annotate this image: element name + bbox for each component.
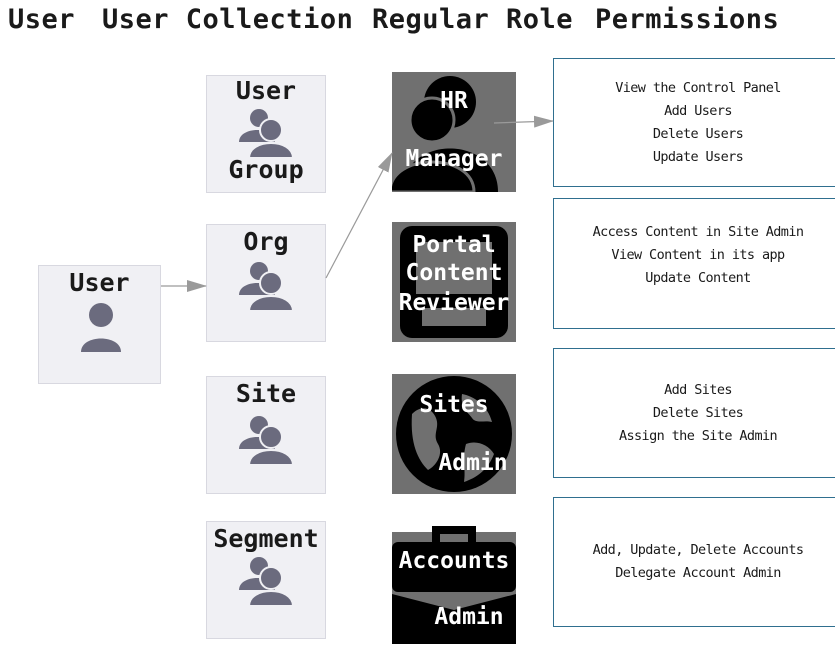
role-label: HR: [440, 88, 468, 114]
globe-icon: [396, 376, 512, 492]
permission-item: Delete Users: [652, 125, 744, 142]
collection-label-bottom: Group: [228, 155, 304, 184]
permission-item: Add Sites: [664, 381, 732, 398]
header-regular-role: Regular Role: [372, 4, 574, 35]
role-label: Accounts: [398, 548, 510, 574]
permission-item: Delete Sites: [652, 404, 744, 421]
user-box: User: [38, 265, 161, 384]
header-user: User: [8, 4, 76, 35]
permission-item: Assign the Site Admin: [618, 427, 778, 444]
permissions-box-portal-content-reviewer: Access Content in Site Admin View Conten…: [553, 198, 835, 329]
collection-site: Site: [206, 376, 326, 494]
permissions-box-hr-manager: View the Control Panel Add Users Delete …: [553, 58, 835, 187]
permission-item: Delegate Account Admin: [615, 565, 781, 581]
permission-item: Add Users: [664, 102, 732, 119]
briefcase-icon: [392, 524, 516, 644]
user-silhouette-icon: [392, 76, 498, 192]
permission-item: Access Content in Site Admin: [592, 224, 804, 240]
role-label: Content: [405, 260, 503, 286]
role-label: Admin: [438, 450, 508, 476]
arrow-hr-manager-to-permissions: [493, 115, 554, 128]
role-label: Portal: [412, 232, 496, 258]
permissions-box-sites-admin: Add Sites Delete Sites Assign the Site A…: [553, 348, 835, 478]
user-box-label: User: [69, 268, 130, 297]
header-permissions: Permissions: [595, 4, 780, 35]
collection-user-group: User Group: [206, 75, 326, 193]
permission-item: Add, Update, Delete Accounts: [592, 542, 804, 558]
header-user-collection: User Collection: [102, 4, 354, 35]
document-icon: [400, 226, 508, 338]
user-icon: [81, 303, 121, 352]
users-icon: [239, 416, 295, 465]
role-sites-admin: Sites Admin: [392, 374, 516, 494]
role-label: Manager: [405, 146, 503, 172]
collection-label: Org: [243, 227, 289, 256]
users-icon: [239, 262, 295, 311]
role-label: Admin: [434, 604, 504, 630]
role-label: Sites: [419, 392, 489, 418]
permission-item: Update Users: [652, 148, 744, 165]
role-portal-content-reviewer: Portal Content Reviewer: [392, 222, 516, 342]
permissions-box-accounts-admin: Add, Update, Delete Accounts Delegate Ac…: [553, 497, 835, 627]
permission-item: View Content in its app: [611, 247, 785, 263]
permission-item: View the Control Panel: [615, 79, 781, 96]
role-label: Reviewer: [398, 290, 510, 316]
permission-item: Update Content: [645, 270, 751, 286]
arrow-org-to-hr-manager: [325, 152, 393, 279]
collection-segment: Segment: [206, 521, 326, 639]
collection-label: User: [235, 76, 297, 105]
users-icon: [239, 557, 295, 606]
users-icon: [239, 109, 295, 158]
collection-org: Org: [206, 224, 326, 342]
role-hr-manager: HR Manager: [392, 72, 516, 192]
collection-label: Site: [235, 379, 297, 408]
collection-label: Segment: [213, 524, 319, 553]
role-accounts-admin: Accounts Admin: [392, 524, 516, 644]
